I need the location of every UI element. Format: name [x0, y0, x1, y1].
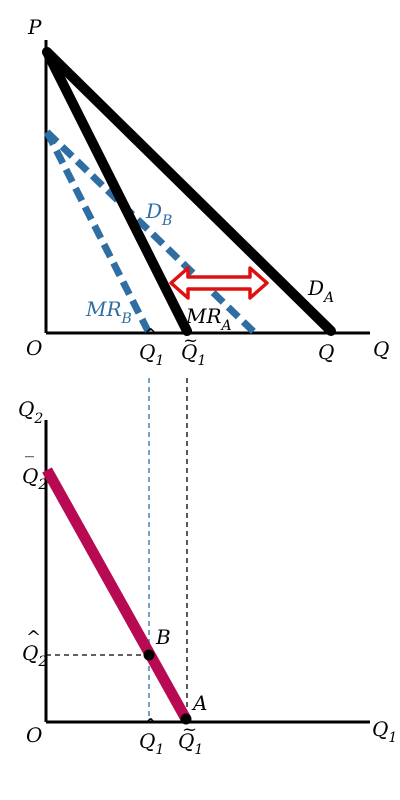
top-panel: P Q O DA DB MRA MRB ^ Q1 ~ Q [26, 15, 389, 369]
q1-hat-label: ^ Q1 [139, 715, 164, 758]
q1-tilde-label: ~ Q1 [178, 719, 203, 758]
svg-text:Q1: Q1 [178, 729, 203, 758]
top-q-bar-label: ‾ Q [318, 330, 334, 364]
svg-text:^: ^ [143, 715, 158, 736]
svg-text:~: ~ [182, 719, 197, 740]
frontier-line [42, 467, 191, 722]
svg-text:Q: Q [318, 340, 334, 364]
point-a-label: A [191, 691, 207, 715]
top-origin-label: O [26, 336, 42, 360]
demand-b-label: DB [145, 199, 172, 229]
demand-a-label: DA [307, 276, 334, 306]
top-y-axis-label: P [27, 15, 42, 39]
q2-bar-label: ‾ Q2 [22, 454, 47, 493]
mr-a-label: MRA [185, 304, 232, 334]
bottom-origin-label: O [26, 723, 42, 747]
point-b-marker [143, 649, 155, 661]
bottom-x-axis-label: Q1 [372, 717, 397, 746]
svg-text:Q1: Q1 [139, 729, 164, 758]
demand-a-line [42, 47, 336, 336]
q2-hat-label: ^ Q2 [22, 627, 47, 670]
bottom-y-axis-label: Q2 [18, 397, 43, 427]
svg-text:^: ^ [26, 627, 41, 648]
svg-text:^: ^ [143, 325, 158, 346]
demand-b-line [44, 129, 258, 336]
svg-text:~: ~ [183, 330, 198, 351]
point-b-label: B [155, 625, 171, 649]
top-q-hat-label: ^ Q1 [139, 325, 164, 369]
mr-b-label: MRB [85, 297, 132, 327]
mr-b-line [43, 130, 153, 335]
point-a-marker [180, 713, 192, 725]
svg-text:Q1: Q1 [139, 340, 164, 369]
svg-text:Q2: Q2 [22, 464, 47, 493]
svg-text:‾: ‾ [25, 454, 34, 475]
svg-text:Q2: Q2 [22, 641, 47, 670]
top-q-tilde-label: ~ Q1 [181, 330, 206, 369]
double-headed-arrow-icon [169, 266, 269, 300]
svg-text:‾: ‾ [321, 330, 330, 351]
mr-a-line [42, 47, 192, 336]
svg-text:Q1: Q1 [181, 340, 206, 369]
top-x-axis-label: Q [373, 337, 389, 361]
bottom-panel: Q2 Q1 O ‾ Q2 ^ Q2 ^ Q1 ~ [18, 378, 397, 758]
